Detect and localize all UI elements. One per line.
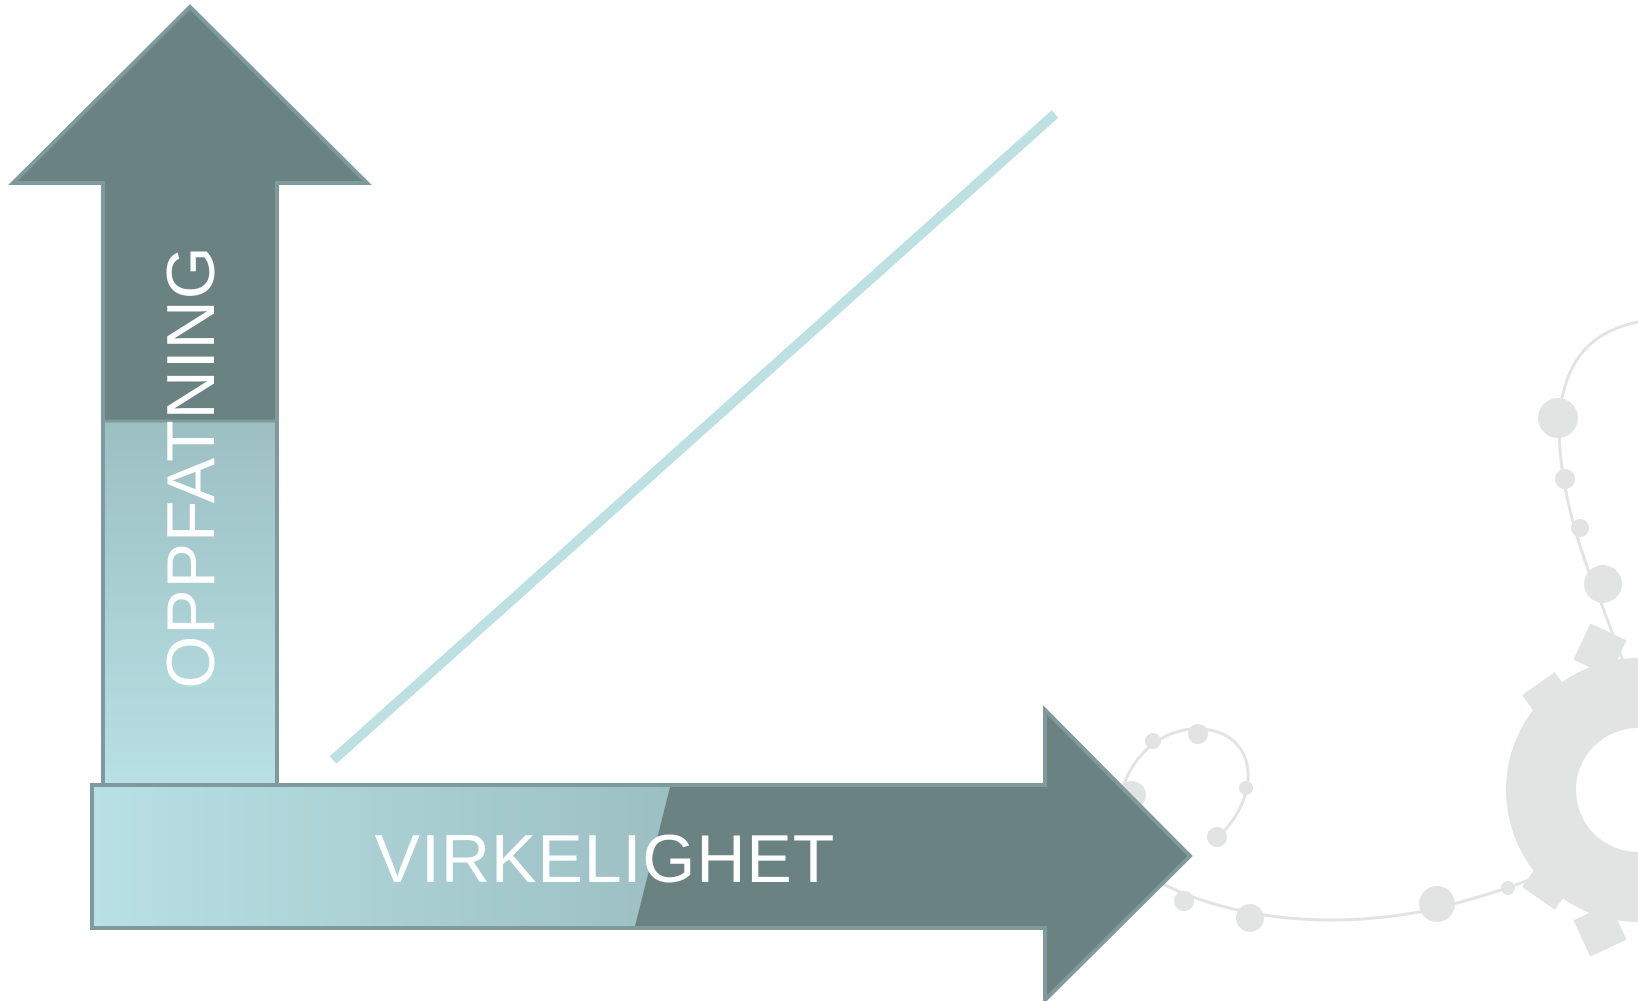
vertical-arrow — [8, 4, 372, 792]
gear-icon — [1506, 623, 1638, 957]
horizontal-axis-label: VIRKELIGHET — [375, 821, 836, 897]
vertical-axis-label: OPPFATNING — [153, 245, 229, 688]
dotted-curve-nodes — [1118, 398, 1622, 932]
diagonal-line — [329, 110, 1059, 764]
decorative-background — [1117, 320, 1638, 957]
horizontal-arrow — [90, 705, 1193, 1001]
